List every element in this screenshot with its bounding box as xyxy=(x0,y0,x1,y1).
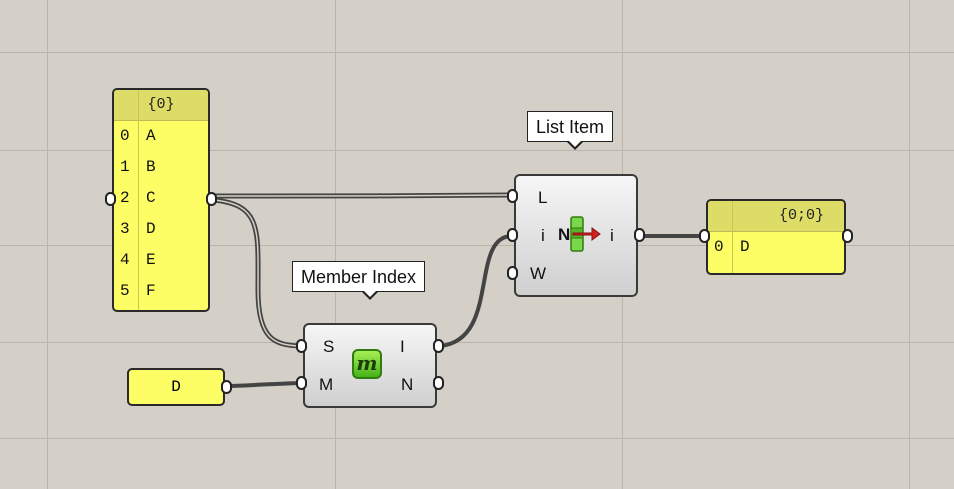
grid-line xyxy=(0,245,954,246)
output-n-label: N xyxy=(401,375,414,394)
tooltip-tail xyxy=(361,290,379,300)
panel-header: {0} xyxy=(114,90,208,121)
row-index: 2 xyxy=(120,189,130,207)
row-value: E xyxy=(146,251,156,269)
output-i-label: i xyxy=(610,226,614,245)
row-index: 1 xyxy=(120,158,130,176)
row-index: 0 xyxy=(714,238,724,256)
row-value: F xyxy=(146,282,156,300)
output-n-grip[interactable] xyxy=(433,376,444,390)
param-output-grip[interactable] xyxy=(221,380,232,394)
output-i-grip[interactable] xyxy=(634,228,645,242)
grid-line xyxy=(0,150,954,151)
input-w-label: W xyxy=(530,264,547,283)
row-value: D xyxy=(740,238,750,256)
input-m-grip[interactable] xyxy=(296,376,307,390)
panel-input-grip[interactable] xyxy=(105,192,116,206)
tooltip-label: List Item xyxy=(536,117,605,137)
row-index: 3 xyxy=(120,220,130,238)
row-value: B xyxy=(146,158,156,176)
panel-output-grip[interactable] xyxy=(842,229,853,243)
row-value: D xyxy=(146,220,156,238)
panel-input-grip[interactable] xyxy=(699,229,710,243)
wire-member-to-list xyxy=(438,234,512,348)
index-divider xyxy=(138,90,139,310)
grid-line xyxy=(335,0,336,489)
panel-output-grip[interactable] xyxy=(206,192,217,206)
index-divider xyxy=(732,201,733,273)
panel-header: {0;0} xyxy=(708,201,844,232)
member-index-component[interactable]: S M I N m xyxy=(303,323,437,408)
member-index-icon: m xyxy=(352,349,382,379)
input-s-label: S xyxy=(323,337,335,356)
grid-line xyxy=(0,52,954,53)
list-item-icon-label: N xyxy=(558,225,571,244)
input-l-grip[interactable] xyxy=(507,189,518,203)
tooltip-list-item: List Item xyxy=(527,111,614,150)
input-i-label: i xyxy=(541,226,545,245)
param-d[interactable]: D xyxy=(127,368,225,406)
input-m-label: M xyxy=(319,375,334,394)
row-value: A xyxy=(146,127,156,145)
list-item-icon: N xyxy=(558,216,602,252)
grid-line xyxy=(909,0,910,489)
tooltip-member-index: Member Index xyxy=(292,261,426,300)
grid-line xyxy=(0,342,954,343)
input-w-grip[interactable] xyxy=(507,266,518,280)
row-index: 4 xyxy=(120,251,130,269)
grid-line xyxy=(47,0,48,489)
tooltip-tail xyxy=(566,140,584,150)
input-l-label: L xyxy=(538,188,548,207)
row-index: 0 xyxy=(120,127,130,145)
input-s-grip[interactable] xyxy=(296,339,307,353)
row-value: C xyxy=(146,189,156,207)
output-i-label: I xyxy=(400,337,405,356)
row-index: 5 xyxy=(120,282,130,300)
wire-param-to-member xyxy=(226,381,302,388)
wire-panel-to-member xyxy=(211,197,303,349)
list-item-component[interactable]: L i W i N xyxy=(514,174,638,297)
grid-line xyxy=(0,438,954,439)
tooltip-label: Member Index xyxy=(301,267,417,287)
output-i-grip[interactable] xyxy=(433,339,444,353)
input-i-grip[interactable] xyxy=(507,228,518,242)
